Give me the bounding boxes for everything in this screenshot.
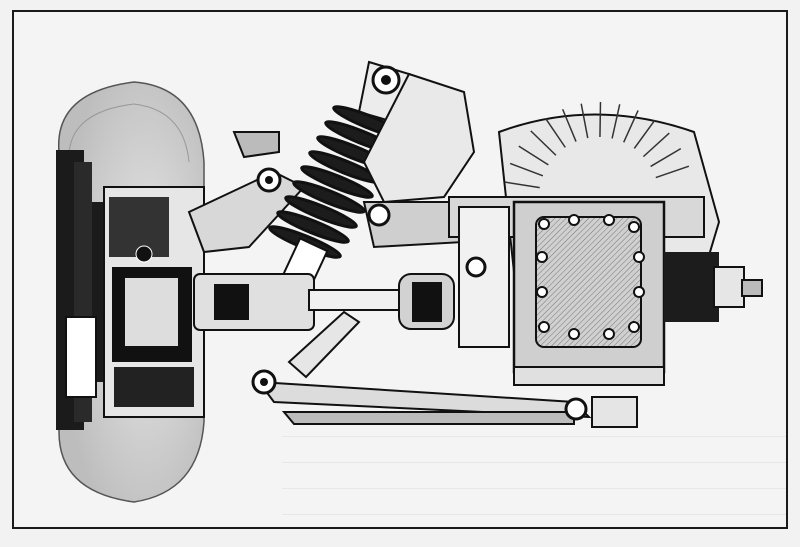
cooling-fin (642, 132, 670, 158)
housing-bolt (633, 251, 645, 263)
lower-control-arm (251, 310, 638, 428)
cooling-fin (633, 119, 656, 149)
wheel-rim (56, 150, 205, 430)
spring-coil (292, 180, 366, 214)
housing-bolt (628, 321, 640, 333)
differential-housing (448, 101, 721, 386)
cooling-fin (623, 110, 639, 143)
cooling-fin (561, 108, 577, 142)
housing-bolt (568, 328, 580, 340)
housing-bolt (536, 286, 548, 298)
cooling-fin (544, 118, 566, 148)
cooling-fin (580, 103, 589, 139)
upper-control-arm (187, 131, 306, 254)
faded-background-text-area (282, 430, 786, 527)
housing-bolt (603, 214, 615, 226)
housing-bolt (628, 221, 640, 233)
cooling-fin (655, 165, 690, 179)
spring-coil (276, 210, 350, 244)
cooling-fin (518, 145, 549, 166)
housing-bolt (568, 214, 580, 226)
cooling-fin (505, 181, 540, 189)
housing-bolt (538, 218, 550, 230)
cooling-fin (509, 162, 544, 177)
housing-bolt (633, 286, 645, 298)
cooling-fin (599, 101, 602, 138)
cooling-fin (611, 104, 621, 139)
chassis-bracket (362, 72, 476, 249)
cutaway-drawing (56, 60, 763, 503)
illustration-frame (12, 10, 788, 529)
housing-bolt (603, 328, 615, 340)
spring-coil (284, 195, 358, 229)
spring-coil (300, 165, 374, 199)
output-flange (664, 252, 763, 322)
cooling-fin (530, 130, 557, 156)
housing-bolt (538, 321, 550, 333)
drive-shaft (193, 273, 455, 331)
cooling-fin (650, 147, 682, 168)
housing-bolt (536, 251, 548, 263)
